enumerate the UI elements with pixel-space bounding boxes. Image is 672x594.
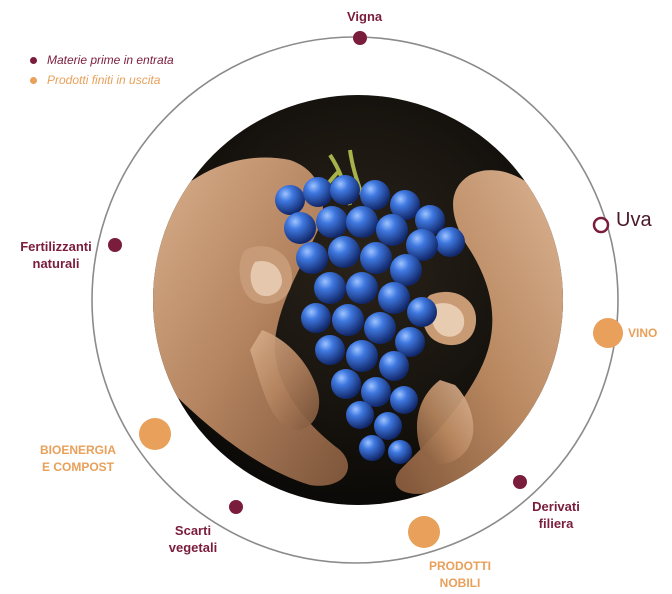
vigna-node <box>353 31 367 45</box>
label-vigna: Vigna <box>347 8 382 25</box>
prodotti-nobili-node <box>408 516 440 548</box>
label-fertilizzanti-naturali: Fertilizzanti naturali <box>8 238 104 272</box>
scarti-line1: Scarti <box>158 522 228 539</box>
derivati-line2: filiera <box>526 515 586 532</box>
legend: Materie prime in entrata Prodotti finiti… <box>30 50 174 90</box>
bioenergia-line2: E COMPOST <box>26 459 130 476</box>
inbound-dot-icon <box>30 57 37 64</box>
label-vino: VINO <box>628 325 657 342</box>
label-scarti-vegetali: Scarti vegetali <box>158 522 228 556</box>
grapes-photo <box>150 90 573 510</box>
derivati-line1: Derivati <box>526 498 586 515</box>
scarti-line2: vegetali <box>158 539 228 556</box>
outbound-dot-icon <box>30 77 37 84</box>
fertilizzanti-node <box>108 238 122 252</box>
label-prodotti-nobili: PRODOTTI NOBILI <box>416 558 504 592</box>
label-uva: Uva <box>616 212 652 229</box>
derivati-filiera-node <box>513 475 527 489</box>
label-bioenergia-compost: BIOENERGIA E COMPOST <box>26 442 130 476</box>
fertilizzanti-line1: Fertilizzanti <box>8 238 104 255</box>
uva-node <box>594 218 608 232</box>
legend-label-outbound: Prodotti finiti in uscita <box>47 73 160 87</box>
fertilizzanti-line2: naturali <box>8 255 104 272</box>
bioenergia-line1: BIOENERGIA <box>26 442 130 459</box>
label-derivati-filiera: Derivati filiera <box>526 498 586 532</box>
legend-item-inbound: Materie prime in entrata <box>30 50 174 70</box>
scarti-vegetali-node <box>229 500 243 514</box>
vino-node <box>593 318 623 348</box>
legend-item-outbound: Prodotti finiti in uscita <box>30 70 174 90</box>
bioenergia-node <box>139 418 171 450</box>
legend-label-inbound: Materie prime in entrata <box>47 53 174 67</box>
prodotti-line2: NOBILI <box>416 575 504 592</box>
prodotti-line1: PRODOTTI <box>416 558 504 575</box>
